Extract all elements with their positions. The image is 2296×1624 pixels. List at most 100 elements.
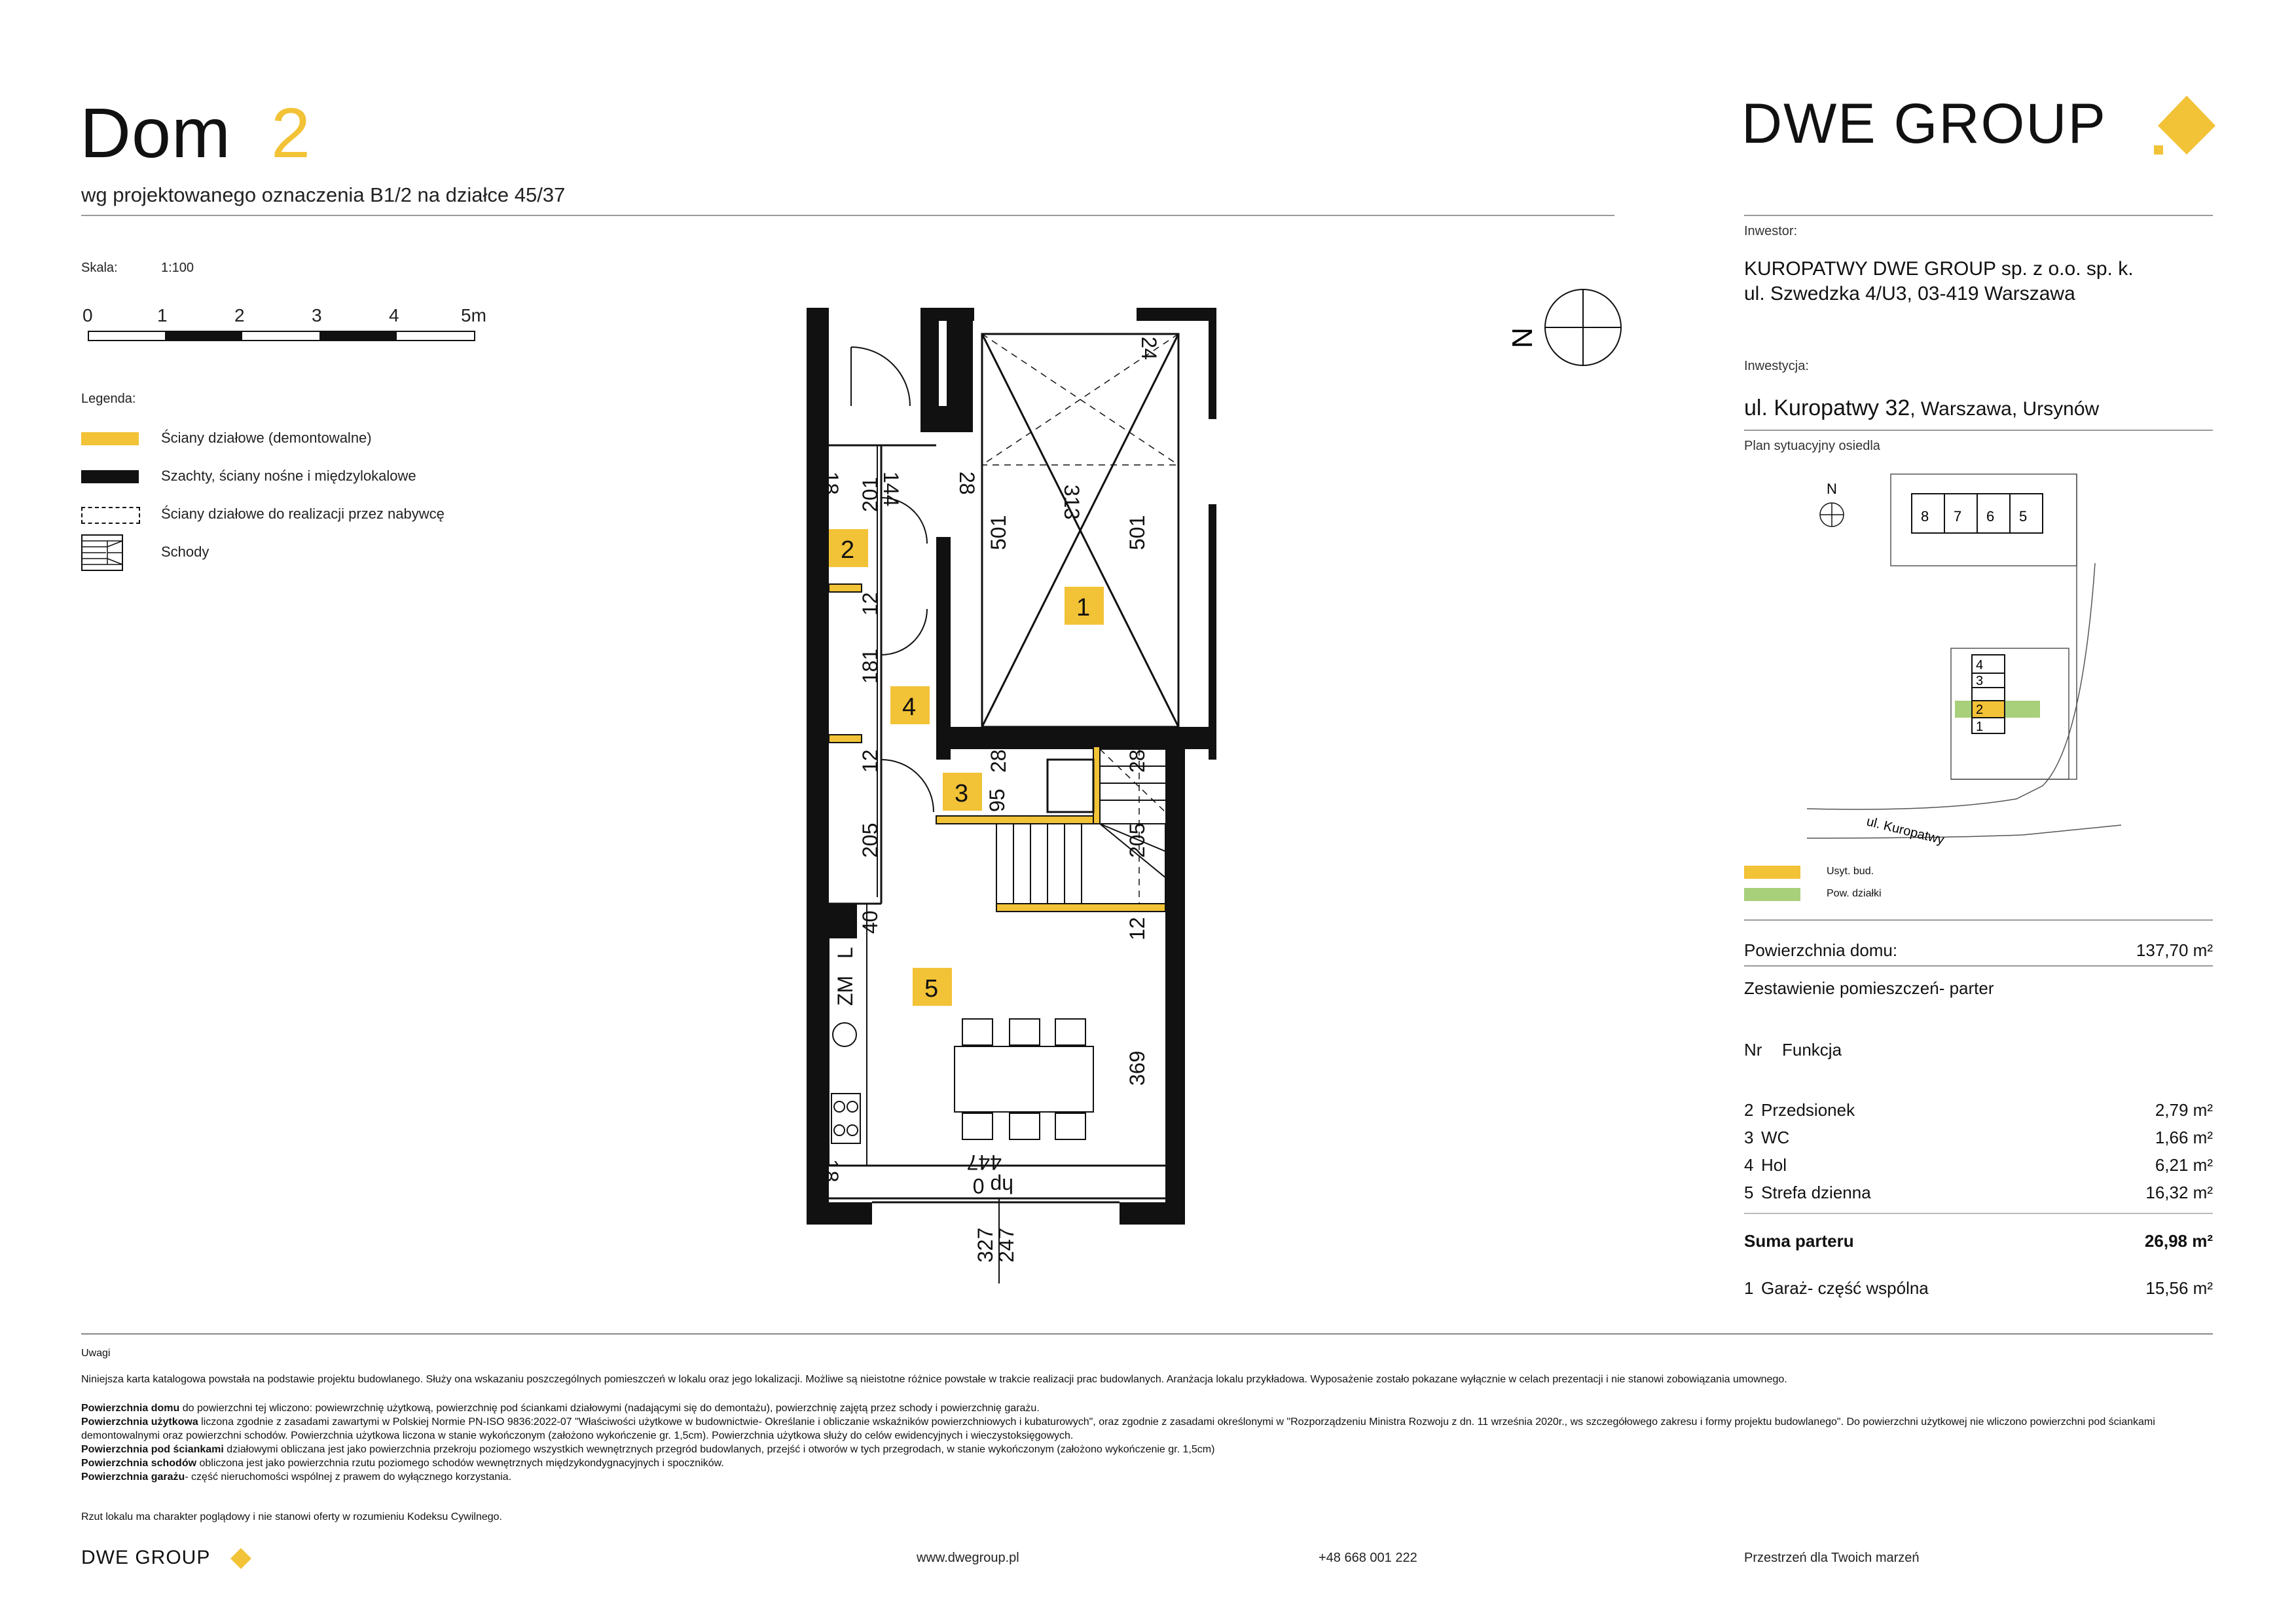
investor-line2: ul. Szwedzka 4/U3, 03-419 Warszawa <box>1744 283 2075 304</box>
scale-tick: 0 <box>82 305 93 325</box>
dimension-lines <box>877 445 1000 1283</box>
room-area: 2,79 m² <box>2155 1100 2213 1120</box>
footer-diamond-icon <box>230 1548 251 1569</box>
scale-label: Skala: <box>81 261 118 275</box>
interior-lines <box>829 444 1165 1204</box>
house-number: 2 <box>271 93 311 172</box>
info-divider <box>1744 965 2213 967</box>
rooms-title: Zestawienie pomieszczeń- parter <box>1744 978 1994 998</box>
brand-logo: DWE GROUP <box>1741 92 2107 155</box>
scale-tick: 5m <box>461 305 486 325</box>
site-street: ul. Kuropatwy <box>1865 815 1946 848</box>
dimension: 18 <box>819 471 843 495</box>
garage-value: 15,56 m² <box>2145 1278 2213 1298</box>
note-term: Powierzchnia garażu <box>81 1471 185 1483</box>
investor-label: Inwestor: <box>1744 224 1798 238</box>
legend-item: Schody <box>161 544 210 560</box>
dimension: 447 <box>967 1151 1002 1174</box>
room-area: 6,21 m² <box>2155 1155 2213 1175</box>
dimension: 24 <box>1137 337 1161 360</box>
site-plan-north: N <box>1827 481 1837 497</box>
dimension: 201 <box>858 477 882 512</box>
header-divider <box>81 215 1614 216</box>
dimension: 327 <box>974 1228 997 1263</box>
dimension: 369 <box>1125 1051 1149 1086</box>
load-bearing-walls <box>807 308 1216 1225</box>
room-nr: 5 <box>1744 1183 1754 1202</box>
dimension: 181 <box>858 649 882 684</box>
site-unit: 3 <box>1976 674 1983 688</box>
dimension: 12 <box>858 749 882 773</box>
note-term: Powierzchnia użytkowa <box>81 1416 198 1428</box>
dimension: 95 <box>985 788 1009 812</box>
footer-phone[interactable]: +48 668 001 222 <box>1319 1551 1417 1565</box>
sum-label: Suma parteru <box>1744 1231 1854 1251</box>
brand-diamond-icon <box>2154 96 2215 155</box>
kitchen-zm: ZM <box>833 976 857 1006</box>
room-name: WC <box>1761 1128 1790 1147</box>
info-divider <box>1744 919 2213 921</box>
notes-intro: Niniejsza karta katalogowa powstała na p… <box>81 1374 1787 1385</box>
footer-slogan: Przestrzeń dla Twoich marzeń <box>1744 1551 1920 1565</box>
note-text: do powierzchni tej wliczono: powiewrzchn… <box>179 1403 1040 1414</box>
page-subtitle: wg projektowanego oznaczenia B1/2 na dzi… <box>81 183 566 206</box>
investment-name: ul. Kuropatwy 32, Warszawa, Ursynów <box>1744 396 2099 422</box>
dimension: 28 <box>1125 749 1149 773</box>
kitchen <box>828 903 867 1166</box>
info-divider <box>1744 430 2213 431</box>
door-arcs <box>850 346 934 813</box>
floor-plan: .dim { font-family:"Liberation Sans", sa… <box>807 289 1622 1283</box>
yellow-bar-icon <box>81 432 139 445</box>
site-unit: 8 <box>1921 508 1929 525</box>
scale-tick: 1 <box>157 305 168 325</box>
scale-tick: 2 <box>234 305 245 325</box>
note-text: działowymi obliczana jest jako powierzch… <box>223 1444 1215 1455</box>
investor-line1: KUROPATWY DWE GROUP sp. z o.o. sp. k. <box>1744 258 2134 280</box>
notes-title: Uwagi <box>81 1348 111 1359</box>
legend-item: Ściany działowe (demontowalne) <box>161 430 372 446</box>
legend-item: Ściany działowe do realizacji przez naby… <box>161 506 445 522</box>
pow-legend-label: Pow. działki <box>1827 888 1882 899</box>
partition-walls <box>828 583 1166 912</box>
dining-table <box>954 1018 1094 1140</box>
room-label: 4 <box>902 693 916 721</box>
dimension: 144 <box>879 471 903 506</box>
stairs <box>996 748 1166 904</box>
compass-icon: N <box>1506 289 1622 366</box>
page-title: Dom <box>80 93 232 172</box>
dimension: 12 <box>1125 917 1149 940</box>
dimension: 205 <box>1125 823 1149 858</box>
note-term: Powierzchnia domu <box>81 1403 180 1414</box>
info-divider <box>1744 1213 2213 1214</box>
note-term: Powierzchnia schodów <box>81 1458 197 1469</box>
site-plan-map: N 8 7 6 5 4 3 2 1 ul. Kuropatwy <box>1807 473 2122 848</box>
room-nr: 3 <box>1744 1128 1754 1147</box>
notes-definitions: Powierzchnia domu do powierzchni tej wli… <box>81 1401 2213 1484</box>
room-nr: 4 <box>1744 1155 1754 1175</box>
dimension: 40 <box>858 910 882 934</box>
site-unit: 5 <box>2019 508 2027 525</box>
stairs-icon <box>81 534 123 571</box>
note-text: - część nieruchomości wspólnej z prawem … <box>185 1471 512 1483</box>
room-name: Przedsionek <box>1761 1100 1855 1120</box>
dimension: 12 <box>858 592 882 616</box>
dimension: 313 <box>1060 485 1084 519</box>
area-value: 137,70 m² <box>2136 940 2213 960</box>
compass-n: N <box>1506 327 1538 348</box>
garage-room <box>981 333 1180 728</box>
area-label: Powierzchnia domu: <box>1744 940 1898 960</box>
site-unit: 7 <box>1954 508 1961 525</box>
investment-label: Inwestycja: <box>1744 359 1809 373</box>
dashed-box-icon <box>81 507 140 524</box>
room-label: 1 <box>1076 594 1090 621</box>
room-labels: 2 1 4 3 5 <box>829 529 1104 1006</box>
room-label: 2 <box>841 536 854 564</box>
room-label: 5 <box>924 975 938 1003</box>
site-unit: 6 <box>1986 508 1994 525</box>
site-unit: 2 <box>1976 703 1983 717</box>
footer-website[interactable]: www.dwegroup.pl <box>917 1551 1019 1565</box>
room-nr: 2 <box>1744 1100 1754 1120</box>
col-func: Funkcja <box>1782 1040 1842 1060</box>
info-divider <box>1744 215 2213 216</box>
legend-title: Legenda: <box>81 392 136 406</box>
